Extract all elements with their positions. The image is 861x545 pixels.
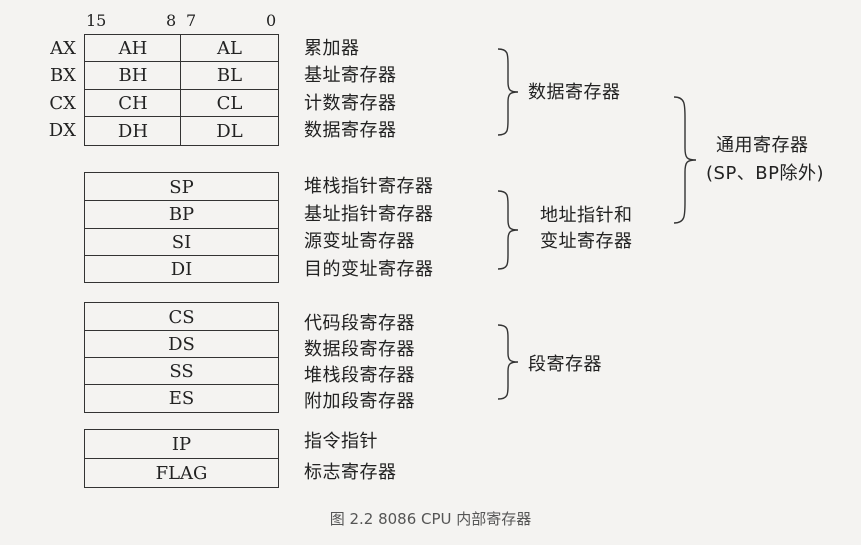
dx-desc: 数据寄存器 xyxy=(304,120,397,141)
segment-group-label: 段寄存器 xyxy=(528,354,602,375)
pointer-register-block: SP BP SI DI xyxy=(84,172,279,283)
pointer-group-label-line2: 变址寄存器 xyxy=(540,231,633,252)
al-cell: AL xyxy=(217,38,242,59)
dl-cell: DL xyxy=(216,120,243,142)
bx-desc: 基址寄存器 xyxy=(304,65,397,86)
dx-label: DX xyxy=(48,120,76,141)
cl-cell: CL xyxy=(216,93,243,114)
dh-cell: DH xyxy=(117,120,149,142)
data-registers-group-label: 数据寄存器 xyxy=(528,82,621,103)
si-cell: SI xyxy=(171,232,192,253)
si-desc: 源变址寄存器 xyxy=(304,231,415,252)
general-registers-brace xyxy=(673,96,697,224)
cs-desc: 代码段寄存器 xyxy=(304,313,415,334)
ch-cell: CH xyxy=(118,93,148,114)
flag-cell: FLAG xyxy=(155,462,208,484)
bit-7-label: 7 xyxy=(186,11,197,30)
bp-cell: BP xyxy=(168,204,195,225)
di-desc: 目的变址寄存器 xyxy=(304,259,434,280)
general-group-label-line1: 通用寄存器 xyxy=(716,135,809,156)
data-registers-brace xyxy=(497,48,519,136)
bit-0-label: 0 xyxy=(266,11,277,30)
di-cell: DI xyxy=(170,258,193,280)
figure-caption: 图 2.2 8086 CPU 内部寄存器 xyxy=(329,510,532,528)
ip-desc: 指令指针 xyxy=(304,431,378,452)
bp-desc: 基址指针寄存器 xyxy=(304,204,434,225)
sp-cell: SP xyxy=(169,176,194,198)
ss-cell: SS xyxy=(169,361,194,382)
segment-registers-brace xyxy=(497,324,519,400)
data-register-block: AH AL BH BL CH CL DH DL xyxy=(84,34,279,146)
ss-desc: 堆栈段寄存器 xyxy=(304,365,415,386)
bit-8-label: 8 xyxy=(166,11,177,30)
ds-cell: DS xyxy=(168,334,195,355)
pointer-group-label-line1: 地址指针和 xyxy=(540,205,633,226)
flag-desc: 标志寄存器 xyxy=(304,462,397,483)
es-cell: ES xyxy=(168,388,195,409)
cx-desc: 计数寄存器 xyxy=(304,93,397,114)
general-group-label-line2: (SP、BP除外) xyxy=(706,163,825,184)
ah-cell: AH xyxy=(118,38,148,59)
ds-desc: 数据段寄存器 xyxy=(304,339,415,360)
sp-desc: 堆栈指针寄存器 xyxy=(304,176,434,197)
ax-label: AX xyxy=(50,38,76,59)
control-register-block: IP FLAG xyxy=(84,429,279,488)
ip-cell: IP xyxy=(171,434,192,455)
bl-cell: BL xyxy=(216,65,243,86)
segment-register-block: CS DS SS ES xyxy=(84,302,279,413)
bx-label: BX xyxy=(49,65,76,86)
ax-desc: 累加器 xyxy=(304,38,360,59)
bh-cell: BH xyxy=(118,65,148,86)
cx-label: CX xyxy=(49,93,76,114)
es-desc: 附加段寄存器 xyxy=(304,391,415,412)
pointer-registers-brace xyxy=(497,190,519,270)
cs-cell: CS xyxy=(168,306,195,328)
bit-15-label: 15 xyxy=(86,11,107,30)
